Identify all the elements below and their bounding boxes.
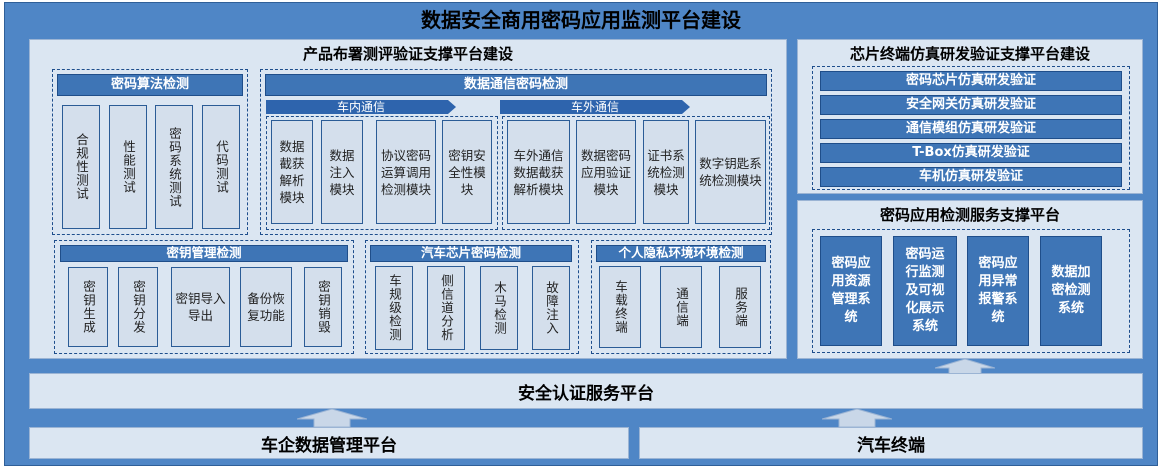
service-system: 密码应用资源管理系统 [820,236,882,346]
comm-group [260,69,772,235]
left-panel-title: 产品布署测评验证支撑平台建设 [302,45,513,63]
service-system: 密码应用异常报警系统 [967,236,1029,346]
chip-group [365,240,579,354]
right-top-group [812,66,1130,190]
inner-comm-item: 密钥安全性模块 [442,120,492,224]
right-bottom-title: 密码应用检测服务支撑平台 [879,206,1060,224]
main-title: 数据安全商用密码应用监测平台建设 [421,8,741,32]
right-bottom-panel: 密码应用检测服务支撑平台 密码应用资源管理系统 密码运行监测及可视化展示系统 密… [797,200,1143,359]
vehicle-terminal: 汽车终端 [639,427,1143,459]
key-group [54,240,354,354]
right-bottom-group [812,229,1130,353]
up-arrow-icon [822,409,892,427]
right-top-title: 芯片终端仿真研发验证支撑平台建设 [849,45,1090,63]
chip-item: 木马检测 [480,266,518,350]
left-panel: 产品布署测评验证支撑平台建设 密码算法检测 合规性测试 性能测试 密码系统测试 … [29,39,787,359]
privacy-item: 服务端 [719,266,761,348]
chip-item: 侧信道分析 [427,266,465,350]
right-top-panel: 芯片终端仿真研发验证支撑平台建设 密码芯片仿真研发验证 安全网关仿真研发验证 通… [797,39,1143,194]
service-system: 数据加密检测系统 [1040,236,1102,346]
outer-comm-label: 车外通信 [500,100,690,114]
up-arrow-icon [935,359,995,375]
key-header: 密钥管理检测 [60,245,348,262]
privacy-item: 车载终端 [599,266,641,348]
key-item: 密钥生成 [68,267,108,347]
outer-comm-item: 证书系统检测模块 [643,120,689,224]
inner-comm-item: 协议密码运算调用检测模块 [376,120,436,224]
inner-comm-item: 数据注入模块 [321,120,363,224]
vehicle-data-platform: 车企数据管理平台 [29,427,629,459]
privacy-header: 个人隐私环境环境检测 [596,245,766,262]
algo-item: 密码系统测试 [155,105,193,229]
up-arrow-icon [297,409,367,427]
chip-sim-item: 安全网关仿真研发验证 [820,95,1122,115]
privacy-item: 通信端 [660,266,702,348]
comm-header: 数据通信密码检测 [265,74,767,96]
key-item: 密钥导入导出 [171,267,230,347]
algo-group [52,69,248,235]
chip-sim-item: 车机仿真研发验证 [820,167,1122,187]
platform-frame: 数据安全商用密码应用监测平台建设 产品布署测评验证支撑平台建设 密码算法检测 合… [4,2,1158,466]
chip-item: 故障注入 [532,266,570,350]
algo-header: 密码算法检测 [57,74,243,96]
outer-comm-item: 车外通信数据截获解析模块 [507,120,570,224]
security-platform: 安全认证服务平台 [29,373,1143,409]
service-system: 密码运行监测及可视化展示系统 [893,236,957,346]
algo-item: 性能测试 [109,105,147,229]
chip-sim-item: T-Box仿真研发验证 [820,143,1122,163]
inner-comm-label: 车内通信 [266,100,456,114]
inner-comm-group [266,116,498,230]
outer-comm-group [502,116,770,230]
algo-item: 代码测试 [202,105,240,229]
key-item: 密钥销毁 [304,267,342,347]
outer-comm-item: 数据密码应用验证模块 [576,120,636,224]
privacy-group [591,240,771,354]
algo-item: 合规性测试 [62,105,100,229]
chip-item: 车规级检测 [375,266,413,350]
key-item: 密钥分发 [118,267,158,347]
key-item: 备份恢复功能 [240,267,292,347]
chip-sim-item: 密码芯片仿真研发验证 [820,71,1122,91]
inner-comm-item: 数据截获解析模块 [271,120,313,224]
outer-comm-item: 数字钥匙系统检测模块 [695,120,766,224]
chip-header: 汽车芯片密码检测 [370,245,572,262]
chip-sim-item: 通信模组仿真研发验证 [820,119,1122,139]
